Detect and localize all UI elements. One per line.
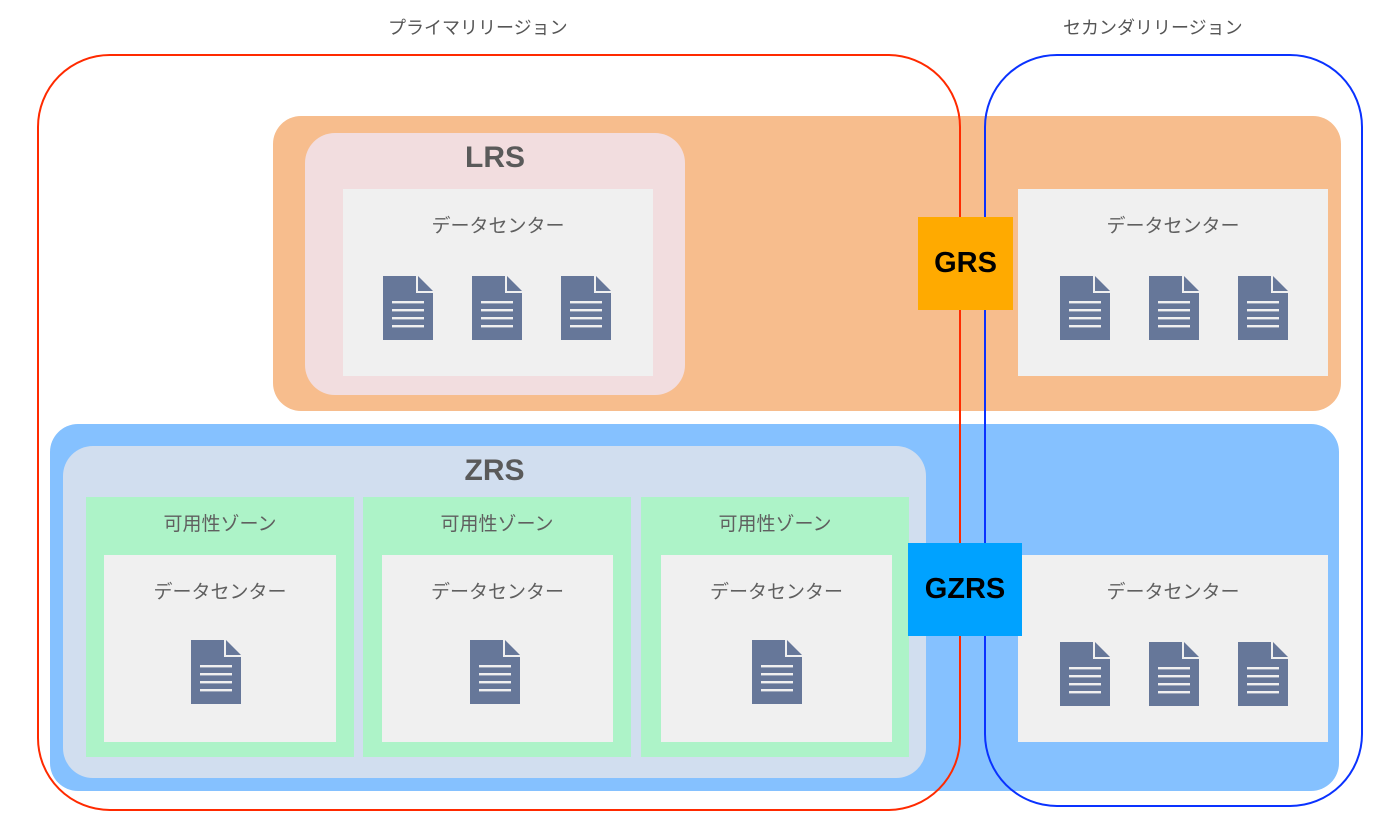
lrs-datacenter: データセンター [343,189,653,376]
document-icon [752,640,802,704]
zone-datacenter: データセンター [661,555,892,742]
document-icon [1060,642,1110,706]
document-icon [561,276,611,340]
document-icon [1060,276,1110,340]
datacenter-label: データセンター [709,581,843,603]
zone-datacenter: データセンター [382,555,613,742]
document-icon [191,640,241,704]
datacenter-label: データセンター [430,581,564,603]
document-icon [383,276,433,340]
datacenter-label: データセンター [1106,215,1240,237]
grs-badge: GRS [918,217,1013,310]
secondary-region-label: セカンダリリージョン [1063,18,1243,39]
primary-region-label: プライマリリージョン [388,18,568,39]
availability-zone-2: 可用性ゾーン データセンター [363,497,631,757]
document-icon [1238,642,1288,706]
lrs-title: LRS [465,141,525,174]
document-icon [472,276,522,340]
zrs-title: ZRS [464,454,525,487]
document-icon [1149,642,1199,706]
availability-zone-label: 可用性ゾーン [718,513,832,535]
availability-zone-label: 可用性ゾーン [163,513,277,535]
datacenter-label: データセンター [1106,581,1240,603]
document-icon [1238,276,1288,340]
document-icon [1149,276,1199,340]
availability-zone-label: 可用性ゾーン [440,513,554,535]
availability-zone-3: 可用性ゾーン データセンター [641,497,909,757]
gzrs-badge: GZRS [908,543,1022,636]
zone-datacenter: データセンター [104,555,336,742]
gzrs-secondary-datacenter: データセンター [1018,555,1328,742]
document-icon [470,640,520,704]
availability-zone-1: 可用性ゾーン データセンター [86,497,354,757]
datacenter-label: データセンター [153,581,287,603]
grs-secondary-datacenter: データセンター [1018,189,1328,376]
datacenter-label: データセンター [431,215,565,237]
